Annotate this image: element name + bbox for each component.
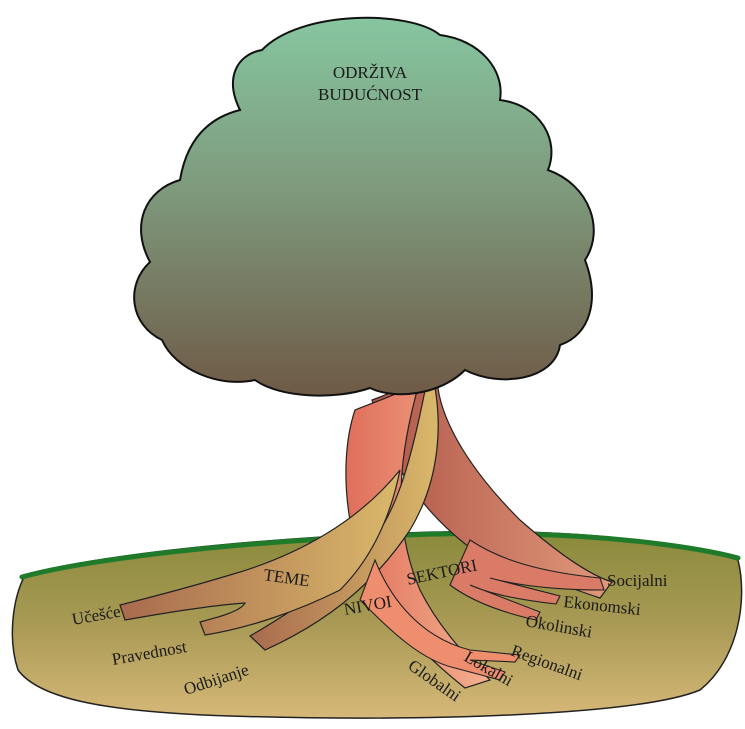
sektori-item-socijalni: Socijalni <box>607 571 668 590</box>
diagram-title-line1: ODRŽIVA <box>333 63 408 82</box>
diagram-title-line2: BUDUĆNOST <box>318 85 423 104</box>
